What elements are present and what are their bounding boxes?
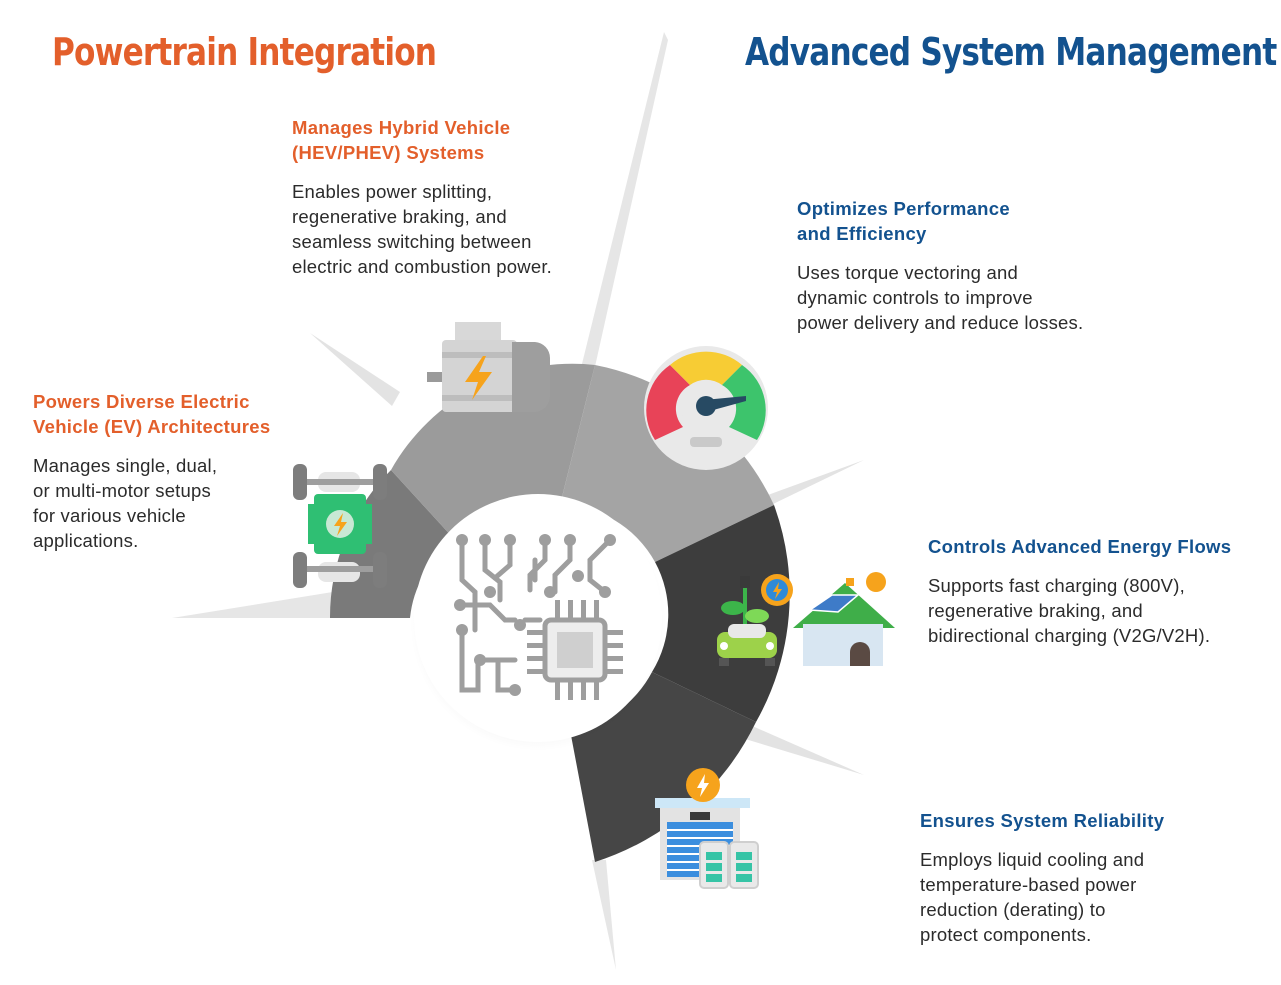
- ev-house-charging-icon: [717, 572, 895, 666]
- heading-powertrain-integration: Powertrain Integration: [52, 30, 437, 74]
- item-title: Manages Hybrid Vehicle (HEV/PHEV) System…: [292, 117, 511, 163]
- item-text: Enables power splitting, regenerative br…: [292, 181, 552, 277]
- circuit-nodes: [454, 534, 616, 696]
- item-title: Optimizes Performance and Efficiency: [797, 198, 1010, 244]
- item-ev-architectures: Powers Diverse Electric Vehicle (EV) Arc…: [33, 389, 323, 553]
- segment-energy: [652, 505, 790, 722]
- segment-performance: [560, 365, 774, 562]
- electric-motor-icon: [427, 322, 551, 412]
- item-title: Controls Advanced Energy Flows: [928, 536, 1232, 557]
- item-text: Uses torque vectoring and dynamic contro…: [797, 262, 1084, 333]
- microchip: [527, 600, 623, 700]
- item-title: Powers Diverse Electric Vehicle (EV) Arc…: [33, 391, 271, 437]
- item-hybrid-systems: Manages Hybrid Vehicle (HEV/PHEV) System…: [292, 115, 622, 279]
- battery-cooling-icon: [655, 768, 759, 889]
- item-title: Ensures System Reliability: [920, 810, 1165, 831]
- item-energy-flows: Controls Advanced Energy Flows Supports …: [928, 534, 1273, 648]
- item-system-reliability: Ensures System Reliability Employs liqui…: [920, 808, 1240, 947]
- item-text: Supports fast charging (800V), regenerat…: [928, 575, 1211, 646]
- item-text: Employs liquid cooling and temperature-b…: [920, 849, 1145, 945]
- gauge-icon: [644, 346, 768, 470]
- segment-ev: [329, 470, 455, 618]
- item-text: Manages single, dual, or multi-motor set…: [33, 455, 218, 551]
- item-performance-efficiency: Optimizes Performance and Efficiency Use…: [797, 196, 1157, 335]
- heading-advanced-system-management: Advanced System Management: [745, 30, 1277, 74]
- ev-chassis-icon: [293, 464, 387, 588]
